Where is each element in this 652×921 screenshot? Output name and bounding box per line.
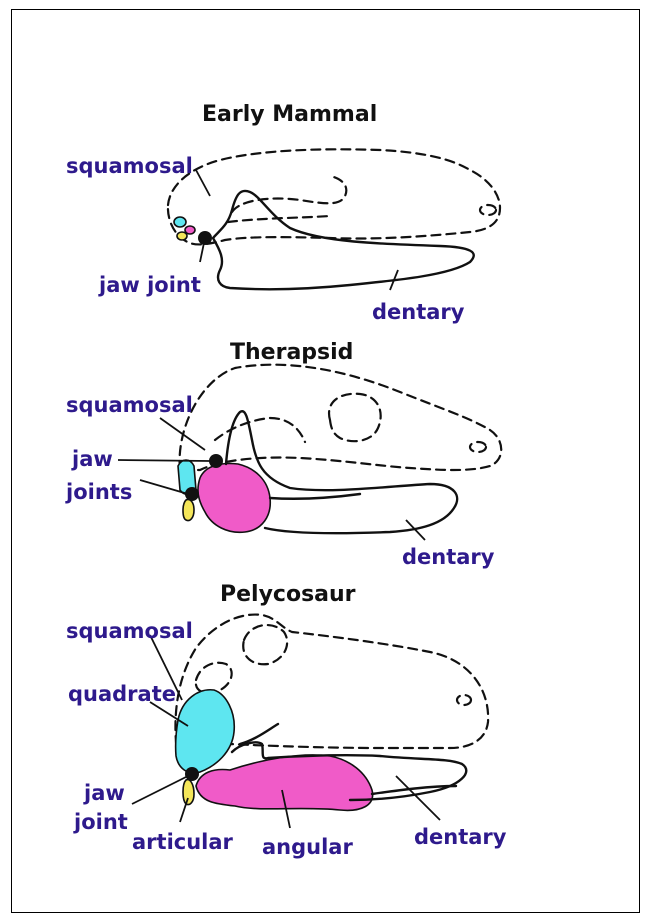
early-mammal-skull-outline: [168, 149, 500, 244]
therapsid-panel: Therapsid squamosal jaw joints dentary: [65, 340, 501, 569]
early-mammal-ear-bone-pink: [185, 226, 195, 234]
pelycosaur-squamosal-label: squamosal: [66, 619, 193, 643]
pelycosaur-quadrate-label: quadrate: [68, 682, 176, 706]
pelycosaur-articular: [183, 780, 194, 805]
therapsid-jaw-label: jaw: [71, 447, 113, 471]
therapsid-jaw-joint-dot-upper: [209, 454, 223, 468]
pelycosaur-title: Pelycosaur: [220, 582, 356, 607]
therapsid-dentary-lower: [270, 494, 360, 499]
early-mammal-orbit: [232, 176, 346, 212]
therapsid-articular: [183, 499, 194, 520]
pelycosaur-articular-label: articular: [132, 830, 234, 854]
pelycosaur-temporal-opening: [196, 663, 232, 693]
pelycosaur-orbit: [243, 625, 287, 664]
therapsid-angular: [198, 464, 270, 533]
therapsid-jaw-joint-leader-upper: [118, 460, 210, 461]
pelycosaur-angular-label: angular: [262, 835, 353, 859]
pelycosaur-dentary-label: dentary: [414, 825, 507, 849]
pelycosaur-tooth-row: [240, 724, 278, 744]
pelycosaur-panel: Pelycosaur squamosal quadrate jaw joint …: [66, 582, 507, 859]
early-mammal-title: Early Mammal: [202, 102, 377, 127]
early-mammal-dentary-outline: [213, 191, 474, 289]
pelycosaur-nostril: [457, 695, 471, 705]
early-mammal-ear-bone-cyan: [174, 217, 186, 227]
pelycosaur-jaw-joint-dot: [185, 767, 199, 781]
early-mammal-nostril: [480, 205, 496, 215]
pelycosaur-jaw-joint-leader: [132, 776, 188, 804]
pelycosaur-dentary-leader: [396, 776, 440, 820]
early-mammal-squamosal-label: squamosal: [66, 154, 193, 178]
early-mammal-squamosal-leader: [196, 170, 210, 196]
early-mammal-jaw-joint-label: jaw joint: [98, 273, 201, 297]
therapsid-nostril: [470, 442, 486, 452]
therapsid-squamosal-label: squamosal: [66, 393, 193, 417]
early-mammal-dentary-label: dentary: [372, 300, 465, 324]
pelycosaur-quadrate: [176, 690, 235, 773]
therapsid-orbit: [329, 394, 381, 441]
therapsid-title: Therapsid: [230, 340, 353, 365]
therapsid-joints-label: joints: [65, 480, 132, 504]
pelycosaur-joint-label: joint: [73, 810, 128, 834]
early-mammal-panel: Early Mammal squamosal jaw joint dentary: [66, 102, 500, 324]
early-mammal-ear-bone-yellow: [177, 232, 187, 240]
pelycosaur-jaw-label: jaw: [83, 781, 125, 805]
therapsid-dentary-label: dentary: [402, 545, 495, 569]
therapsid-squamosal-leader: [160, 418, 205, 450]
